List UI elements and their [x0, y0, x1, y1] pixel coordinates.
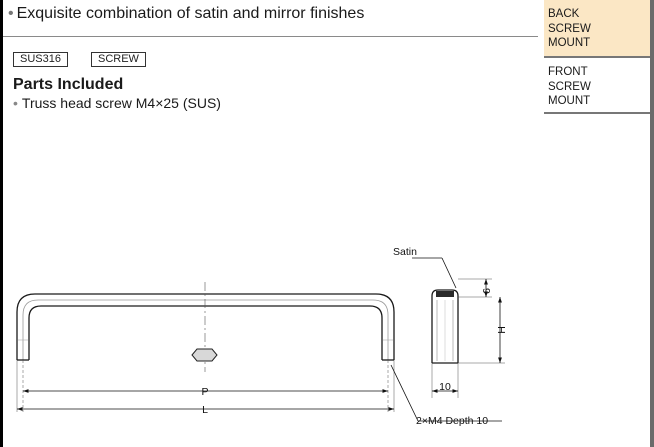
dimension-pitch: P [23, 386, 388, 398]
mount-option-line: BACK [548, 8, 580, 20]
mount-option-front-screw[interactable]: FRONT SCREW MOUNT [544, 58, 650, 114]
width-label: 10 [439, 381, 451, 393]
mount-option-line: FRONT [548, 66, 588, 78]
mount-option-line: SCREW [548, 80, 591, 93]
mount-option-back-screw[interactable]: BACK SCREW MOUNT [544, 0, 650, 58]
mount-type-panel: BACK SCREW MOUNT FRONT SCREW MOUNT [544, 0, 650, 114]
dimension-height: H [496, 297, 508, 363]
feature-tagline: •Exquisite combination of satin and mirr… [8, 5, 364, 23]
thread-label: 2×M4 Depth 10 [416, 415, 488, 427]
material-badge: SUS316 [13, 52, 68, 67]
tagline-bullet: • [8, 5, 14, 22]
right-scrollbar[interactable] [650, 0, 654, 447]
top-dimension-label: 6 [481, 288, 493, 294]
left-border [0, 0, 3, 447]
mount-option-line: MOUNT [548, 95, 591, 107]
pitch-label: P [201, 386, 208, 398]
length-label: L [202, 404, 208, 416]
parts-list-item: •Truss head screw M4×25 (SUS) [13, 95, 221, 111]
dimension-width: 10 [432, 381, 458, 393]
handle-front-view [16, 282, 395, 412]
thread-callout: 2×M4 Depth 10 [390, 364, 502, 427]
parts-included-heading: Parts Included [13, 76, 124, 93]
mount-option-line: MOUNT [548, 37, 591, 49]
parts-bullet: • [13, 95, 18, 111]
mount-type-badge: SCREW [91, 52, 146, 67]
tagline-text: Exquisite combination of satin and mirro… [16, 5, 365, 22]
header-divider [3, 36, 538, 37]
handle-side-view: Satin [393, 246, 505, 398]
satin-label: Satin [393, 246, 417, 258]
height-label: H [496, 326, 508, 334]
dimension-top: 6 [481, 279, 493, 297]
dimension-length: L [17, 404, 394, 416]
mount-option-line: SCREW [548, 22, 591, 35]
parts-item-text: Truss head screw M4×25 (SUS) [21, 95, 221, 111]
